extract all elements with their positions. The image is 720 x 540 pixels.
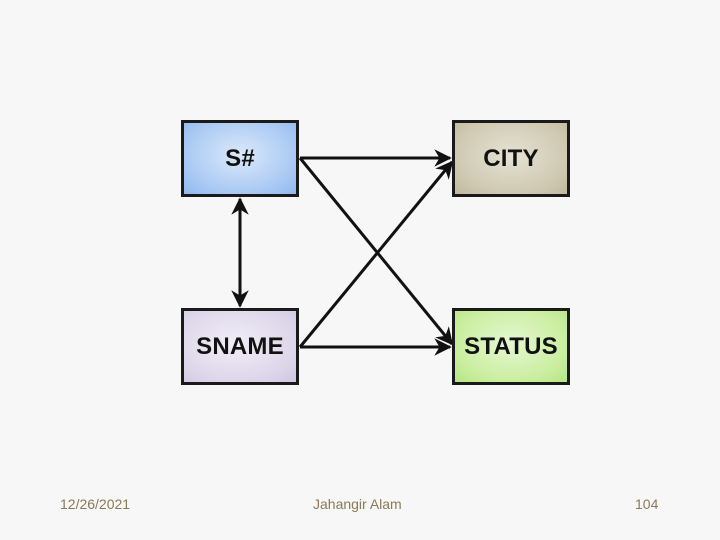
- footer-page-number: 104: [635, 496, 659, 512]
- edge-s-to-status: [298, 157, 454, 346]
- node-status-label: STATUS: [464, 332, 558, 360]
- node-sname: SNAME: [181, 308, 299, 385]
- edge-sname-to-city: [298, 160, 454, 348]
- footer-author: Jahangir Alam: [313, 496, 402, 512]
- node-sname-label: SNAME: [196, 332, 284, 360]
- node-status: STATUS: [452, 308, 570, 385]
- node-s-number-label: S#: [225, 144, 255, 172]
- node-city-label: CITY: [483, 144, 539, 172]
- node-s-number: S#: [181, 120, 299, 197]
- footer-date: 12/26/2021: [60, 496, 131, 512]
- node-city: CITY: [452, 120, 570, 197]
